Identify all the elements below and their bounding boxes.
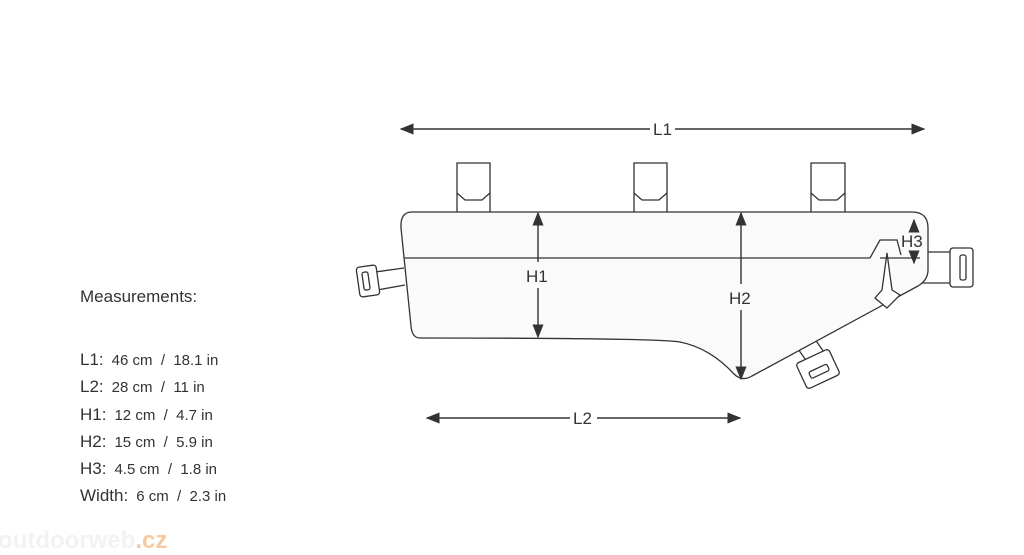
measurement-key: H2: bbox=[80, 431, 107, 451]
h1-label: H1 bbox=[526, 267, 548, 286]
l1-label: L1 bbox=[653, 120, 672, 139]
measurement-row: H3: 4.5 cm / 1.8 in bbox=[80, 459, 226, 486]
bag-body bbox=[400, 211, 929, 380]
watermark-text: outdoorweb bbox=[0, 527, 136, 554]
watermark-tld: .cz bbox=[135, 527, 168, 554]
measurement-row: H2: 15 cm / 5.9 in bbox=[80, 432, 226, 459]
measurement-key: L1: bbox=[80, 350, 104, 369]
measurement-row: H1: 12 cm / 4.7 in bbox=[80, 405, 226, 432]
measurement-value: 28 cm / 11 in bbox=[111, 379, 205, 397]
l2-label: L2 bbox=[573, 409, 592, 428]
measurement-row: L1: 46 cm / 18.1 in bbox=[80, 350, 226, 377]
measurement-row: L2: 28 cm / 11 in bbox=[80, 377, 226, 404]
left-buckle bbox=[355, 264, 406, 298]
top-strap bbox=[633, 162, 668, 212]
top-strap bbox=[810, 162, 846, 212]
measurements-heading: Measurements: bbox=[80, 287, 198, 306]
measurement-key: Width: bbox=[80, 486, 129, 506]
measurement-value: 46 cm / 18.1 in bbox=[111, 352, 219, 369]
top-strap bbox=[456, 162, 491, 212]
zipper-pull bbox=[874, 252, 902, 309]
measurement-key: H1: bbox=[80, 404, 107, 424]
measurement-value: 12 cm / 4.7 in bbox=[114, 406, 213, 424]
h2-label: H2 bbox=[729, 289, 751, 308]
h3-label: H3 bbox=[901, 232, 923, 251]
zipper-garage bbox=[869, 239, 902, 259]
measurement-value: 4.5 cm / 1.8 in bbox=[114, 461, 218, 479]
measurements-list: L1: 46 cm / 18.1 in L2: 28 cm / 11 in H1: 1… bbox=[80, 350, 226, 514]
measurement-row: Width: 6 cm / 2.3 in bbox=[80, 486, 226, 513]
watermark-logo: outdoorweb.cz bbox=[0, 527, 167, 555]
measurement-value: 15 cm / 5.9 in bbox=[114, 433, 213, 451]
measurement-value: 6 cm / 2.3 in bbox=[136, 488, 227, 506]
measurement-key: H3: bbox=[80, 459, 107, 479]
measurement-key: L2: bbox=[80, 377, 104, 397]
